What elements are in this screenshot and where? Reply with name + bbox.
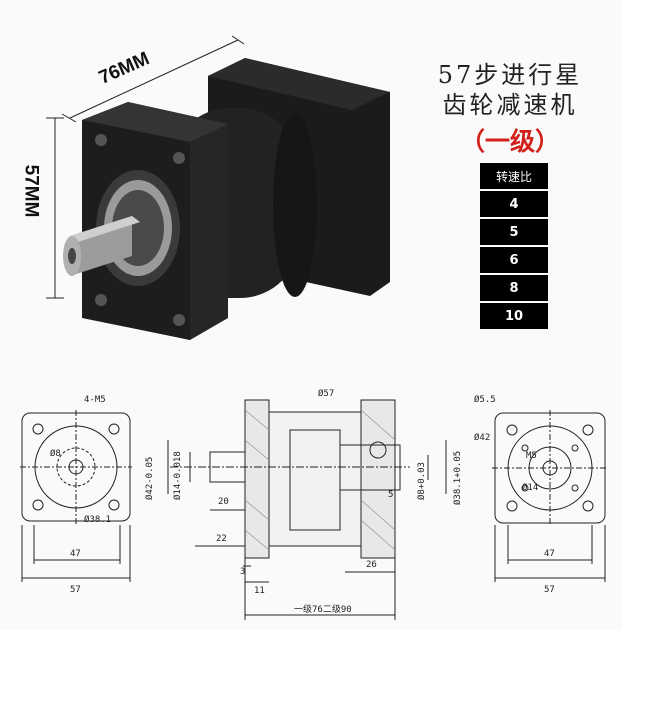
label-w47-right: 47 [544, 549, 555, 559]
engineering-drawing [20, 399, 608, 620]
drawing-labels: 4-M5 Ø8 Ø38.1 47 57 Ø57 Ø42-0.05 Ø14-0.0… [50, 388, 555, 615]
label-len22: 22 [216, 534, 227, 544]
label-phi42-tol: Ø42-0.05 [144, 457, 155, 500]
label-total-length: 一级76二级90 [294, 603, 352, 615]
label-phi38-left: Ø38.1 [84, 514, 111, 525]
ratio-cell: 6 [480, 247, 548, 273]
photo-dimension-lines [46, 35, 245, 299]
label-phi57: Ø57 [318, 388, 334, 399]
label-phi42-right: Ø42 [474, 432, 490, 443]
ratio-cell: 4 [480, 191, 548, 217]
title-line-1: 57步进行星 [437, 61, 583, 89]
label-phi14-right: Ø14 [522, 482, 538, 493]
label-len11: 11 [254, 586, 265, 596]
product-title: 57步进行星 齿轮减速机 [410, 60, 610, 120]
label-w57-right: 57 [544, 585, 555, 595]
ratio-cell: 5 [480, 219, 548, 245]
label-len26: 26 [366, 560, 377, 570]
stage-level-label: （一级） [459, 127, 560, 156]
label-m5-right: M5 [526, 451, 537, 461]
ratio-cell: 10 [480, 303, 548, 329]
ratio-table-header: 转速比 [480, 163, 548, 189]
ratio-table: 转速比 4 5 6 8 10 [480, 163, 548, 331]
label-len5: 5 [388, 490, 393, 500]
label-len3: 3 [240, 567, 245, 577]
label-phi8-tol: Ø8+0.03 [416, 462, 427, 500]
label-phi38-tol: Ø38.1+0.05 [452, 451, 463, 505]
height-dimension-label: 57MM [20, 164, 42, 218]
label-phi55: Ø5.5 [474, 394, 496, 405]
label-phi14-tol: Ø14-0.018 [172, 451, 183, 500]
title-line-2: 齿轮减速机 [442, 91, 578, 119]
label-holes: 4-M5 [84, 395, 106, 405]
label-len20: 20 [218, 497, 229, 507]
ratio-cell: 8 [480, 275, 548, 301]
label-w57-left: 57 [70, 585, 81, 595]
label-w47-left: 47 [70, 549, 81, 559]
gearbox-photo [63, 58, 390, 340]
label-phi8-left: Ø8 [50, 448, 61, 459]
